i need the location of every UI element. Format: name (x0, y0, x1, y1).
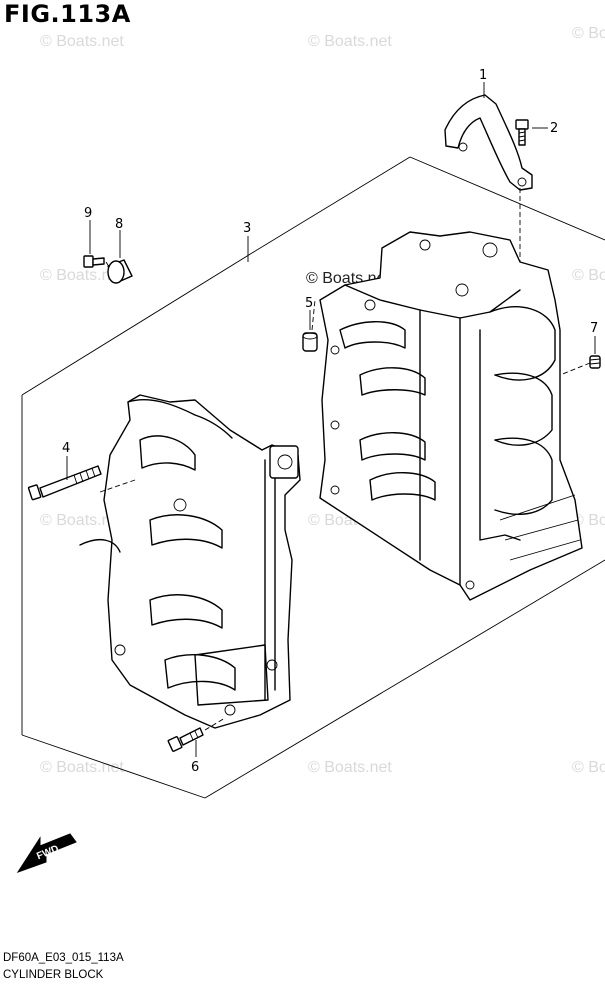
watermark: © Boats.net (308, 759, 392, 776)
watermark: © Boats.net (572, 25, 605, 42)
callout-5: 5 (305, 296, 313, 311)
part-4-bolt (27, 465, 102, 501)
watermark: © Boats.net (40, 512, 124, 529)
callout-6: 6 (191, 760, 199, 775)
callout-7: 7 (590, 321, 598, 336)
part-6-bolt (167, 727, 204, 752)
diagram-name: CYLINDER BLOCK (3, 969, 104, 981)
watermark: © Boats.net (308, 33, 392, 50)
part-3-cylinder-block (319, 231, 583, 601)
callout-3: 3 (243, 221, 251, 236)
callouts: 1 2 3 4 5 6 7 8 9 (62, 68, 598, 775)
part-7-stud (589, 355, 601, 369)
crankcase-housing (79, 394, 301, 729)
callout-8: 8 (115, 217, 123, 232)
watermark: © Boats.net (40, 33, 124, 50)
assembly-boundary (21, 156, 605, 799)
part-2-bolt (515, 119, 529, 146)
callout-4: 4 (62, 441, 70, 456)
watermark: © Boats.net (572, 512, 605, 529)
leader-lines (66, 82, 596, 757)
part-1-bracket (444, 94, 533, 191)
callout-1: 1 (479, 68, 487, 83)
callout-9: 9 (84, 206, 92, 221)
part-8-grommet (107, 259, 133, 284)
callout-2: 2 (550, 121, 558, 136)
diagram-code: DF60A_E03_015_113A (3, 952, 124, 964)
watermark: © Boats.net (40, 267, 124, 284)
figure-title: FIG.113A (4, 0, 131, 28)
fwd-arrow-icon: FWD (16, 833, 77, 873)
watermark: © Boats.net (40, 759, 124, 776)
watermark: © Boats.net (572, 759, 605, 776)
watermark: © Boats.net (572, 267, 605, 284)
part-9-screw (83, 255, 105, 268)
part-5-dowel-pin (302, 332, 318, 352)
